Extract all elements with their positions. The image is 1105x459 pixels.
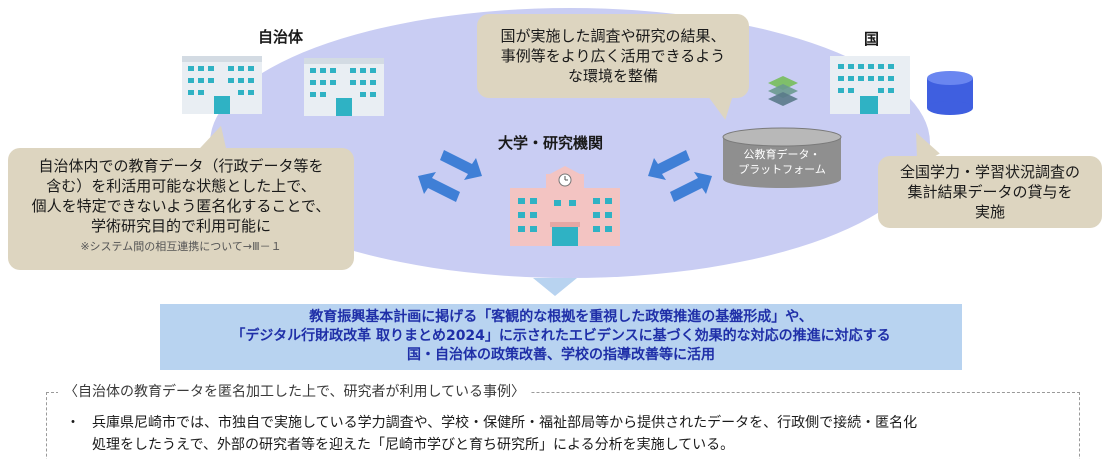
platform-label-line: 公教育データ・ [743, 148, 821, 161]
callout-line: 含む）を利活用可能な状態とした上で、 [46, 177, 316, 195]
callout-line: 自治体内での教育データ（行政データ等を [38, 157, 324, 175]
double-arrow-icon [416, 148, 484, 208]
data-platform: 公教育データ・ プラットフォーム [722, 127, 842, 189]
municipal-building-icon [182, 56, 262, 114]
banner-line: 国・自治体の政策改善、学校の指導改善等に活用 [407, 347, 715, 363]
outcome-banner: 教育振興基本計画に掲げる「客観的な根拠を重視した政策推進の基盤形成」や、 「デジ… [160, 304, 962, 370]
callout-line: 集計結果データの貸与を [907, 183, 1073, 201]
callout-line: 個人を特定できないよう匿名化することで、 [31, 197, 331, 215]
callout-note: ※システム間の相互連携について→Ⅲ－１ [80, 240, 282, 253]
callout-line: 実施 [974, 203, 1005, 221]
banner-line: 教育振興基本計画に掲げる「客観的な根拠を重視した政策推進の基盤形成」や、 [309, 309, 813, 325]
municipal-building-icon [304, 58, 384, 116]
callout-line: 学術研究目的で利用可能に [90, 217, 271, 235]
callout-line: 事例等をより広く活用できるよう [500, 47, 726, 65]
case-text-line: 処理をしたうえで、外部の研究者等を迎えた「尼崎市学びと育ち研究所」による分析を実… [92, 437, 735, 453]
case-example-box [46, 392, 1080, 459]
case-text-line: 兵庫県尼崎市では、市独自で実施している学力調査や、学校・保健所・福祉部局等から提… [92, 415, 918, 431]
case-example-title: 〈自治体の教育データを匿名加工した上で、研究者が利用している事例〉 [58, 382, 532, 402]
database-icon [926, 70, 974, 116]
survey-callout: 全国学力・学習状況調査の 集計結果データの貸与を 実施 [878, 127, 1102, 228]
callout-line: 全国学力・学習状況調査の [899, 163, 1080, 181]
government-building-icon [830, 56, 910, 114]
university-label: 大学・研究機関 [498, 134, 604, 152]
layers-icon [766, 74, 800, 108]
nation-callout: 国が実施した調査や研究の結果、 事例等をより広く活用できるよう な環境を整備 [477, 14, 750, 124]
school-building-icon [510, 166, 620, 246]
municipality-callout: 自治体内での教育データ（行政データ等を 含む）を利活用可能な状態とした上で、 個… [8, 121, 354, 270]
nation-label: 国 [864, 30, 880, 48]
double-arrow-icon [646, 148, 714, 208]
down-arrow [533, 278, 577, 296]
case-bullet: ・ [66, 415, 80, 431]
callout-line: 国が実施した調査や研究の結果、 [500, 27, 726, 45]
callout-line: な環境を整備 [567, 67, 658, 85]
municipality-label: 自治体 [258, 28, 304, 46]
platform-label-line: プラットフォーム [738, 163, 826, 176]
banner-line: 「デジタル行財政改革 取りまとめ2024」に示されたエビデンスに基づく効果的な対… [231, 328, 891, 344]
